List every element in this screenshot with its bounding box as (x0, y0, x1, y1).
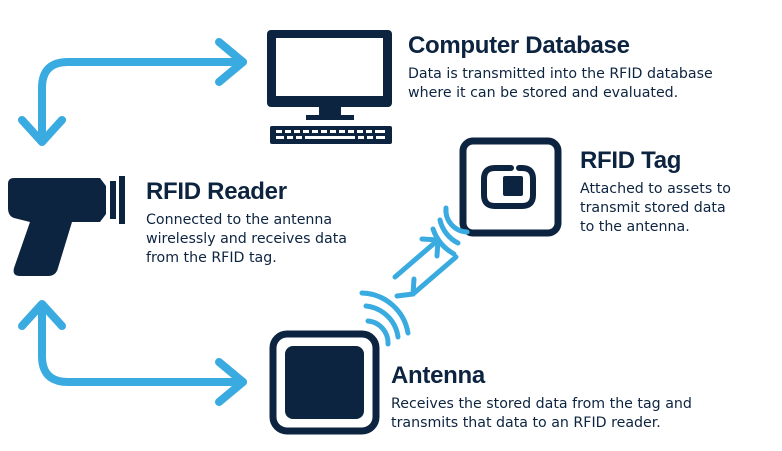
computer-monitor-keyboard-icon (267, 30, 392, 144)
reader-antenna-arrow (18, 300, 247, 406)
rfid-tag-description: Attached to assets to transmit stored da… (580, 180, 731, 237)
antenna-description: Receives the stored data from the tag an… (391, 395, 692, 433)
computer-database-title: Computer Database (408, 32, 630, 59)
computer-reader-arrow (18, 38, 247, 146)
computer-database-description: Data is transmitted into the RFID databa… (408, 65, 713, 103)
antenna-block: Antenna Receives the stored data from th… (391, 362, 692, 433)
rfid-reader-block: RFID Reader Connected to the antenna wir… (146, 178, 347, 268)
description-line: Attached to assets to (580, 181, 731, 197)
description-line: Data is transmitted into the RFID databa… (408, 66, 713, 82)
description-line: transmit stored data (580, 200, 726, 216)
rfid-reader-description: Connected to the antenna wirelessly and … (146, 211, 347, 268)
computer-database-block: Computer Database Data is transmitted in… (408, 32, 713, 103)
description-line: wirelessly and receives data (146, 231, 348, 247)
description-line: from the RFID tag. (146, 250, 277, 266)
antenna-square-icon (269, 330, 380, 435)
antenna-signal-waves-icon (359, 290, 411, 347)
rfid-tag-title: RFID Tag (580, 147, 682, 174)
rfid-reader-title: RFID Reader (146, 178, 287, 205)
antenna-tag-arrow (392, 236, 459, 299)
rfid-tag-icon (459, 137, 562, 237)
description-line: Connected to the antenna (146, 212, 333, 228)
description-line: transmits that data to an RFID reader. (391, 415, 661, 431)
handheld-scanner-icon (8, 176, 125, 276)
rfid-tag-block: RFID Tag Attached to assets to transmit … (580, 147, 731, 237)
description-line: where it can be stored and evaluated. (408, 85, 679, 101)
description-line: to the antenna. (580, 219, 690, 235)
tag-signal-waves-icon (430, 205, 470, 257)
description-line: Receives the stored data from the tag an… (391, 396, 692, 412)
antenna-title: Antenna (391, 362, 485, 389)
